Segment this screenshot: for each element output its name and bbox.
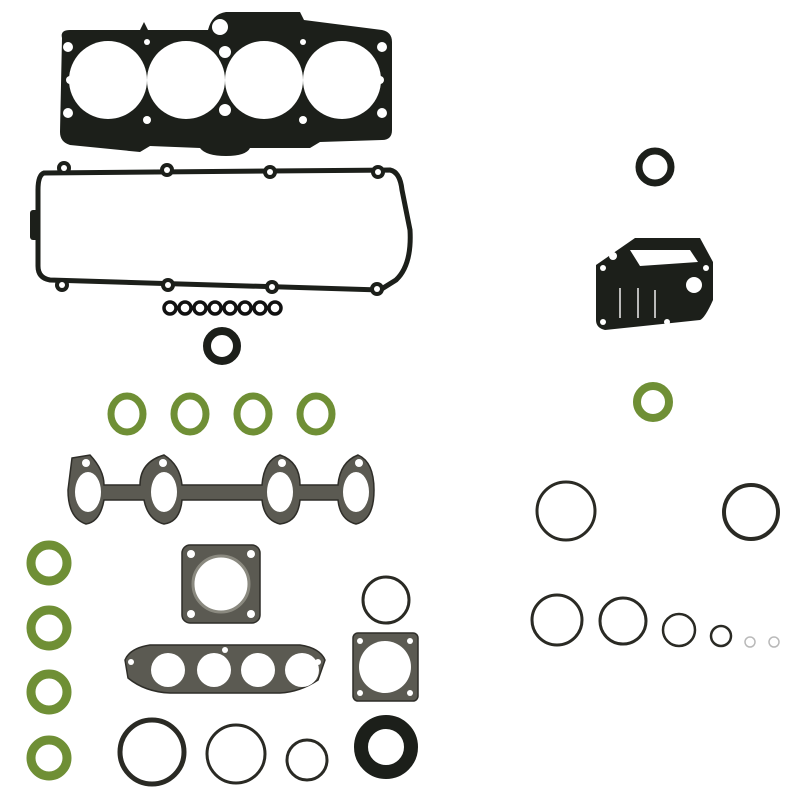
valve-cover-gasket <box>30 161 413 296</box>
flange-gasket-square <box>181 544 261 624</box>
small-orings-row <box>162 300 283 316</box>
intake-manifold-gasket <box>124 644 326 694</box>
green-seal-right <box>633 382 673 422</box>
head-gasket <box>60 12 392 156</box>
cam-seal <box>203 327 241 365</box>
right-orings <box>530 480 780 648</box>
oil-cooler-gasket <box>596 238 713 330</box>
intake-port-seals <box>107 392 336 436</box>
bottom-orings <box>117 717 329 787</box>
oil-seal-right <box>635 147 675 187</box>
throttle-body-gasket <box>352 632 419 702</box>
valve-stem-seals <box>26 540 72 781</box>
oring-medium-center <box>361 575 411 625</box>
crank-seal <box>354 715 418 779</box>
exhaust-manifold-gasket <box>67 454 375 525</box>
